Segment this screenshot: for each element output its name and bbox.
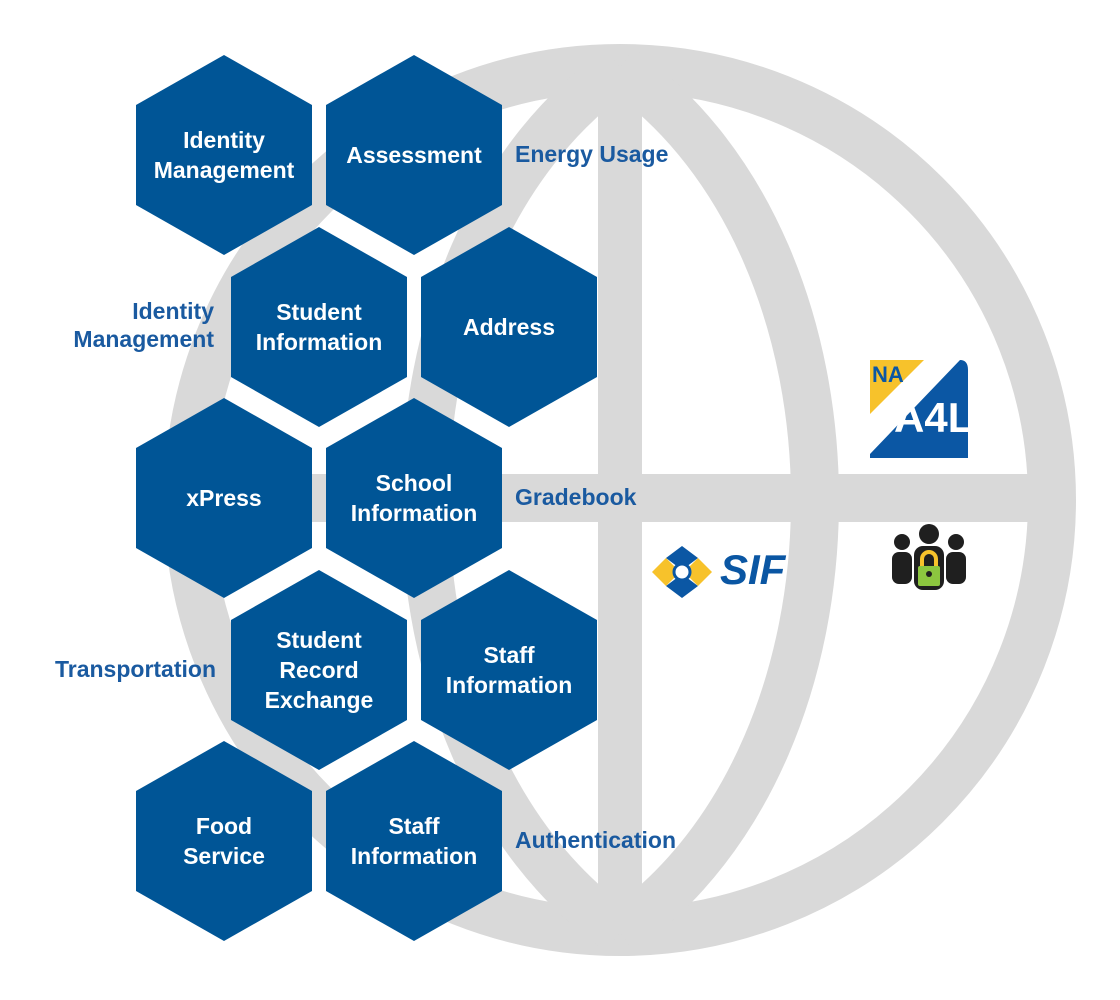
label-gradebook: Gradebook [515,484,637,510]
secure-people-icon [892,524,966,590]
hex-label: School Information [350,470,478,526]
hex-label: Staff Information [350,813,478,869]
hex-label: Staff Information [445,642,573,698]
hex-label: Student Record Exchange [264,627,374,713]
hex-label: Identity Management [153,127,295,183]
hex-label: xPress [186,485,262,511]
label-energy-usage: Energy Usage [515,141,669,167]
hex-label: Assessment [346,142,482,168]
label-authentication: Authentication [515,827,676,853]
a4l-na-text: NA [872,362,904,387]
hex-label: Food Service [183,813,265,869]
hex-student-information: Student Information [231,227,407,427]
label-transportation: Transportation [54,656,216,682]
hex-label: Address [462,314,556,340]
hex-assessment: Assessment [326,55,502,255]
a4l-logo: NA A4L [870,360,970,458]
hex-label: Student Information [255,299,383,355]
sif-logo-text: SIF [720,546,786,593]
a4l-main-text: A4L [894,394,970,441]
sif-logo [652,546,712,598]
label-identity-management: Identity Management [73,298,214,352]
